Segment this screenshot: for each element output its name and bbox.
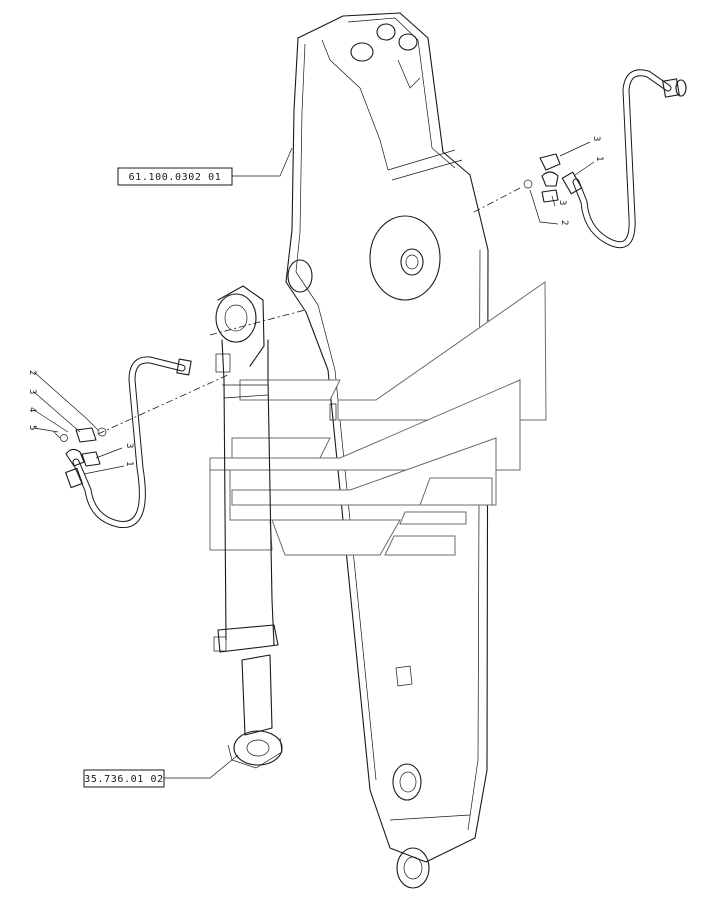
right-hose-assembly: [473, 69, 687, 249]
right-callout-3: 3: [591, 136, 601, 141]
left-hose-assembly: [53, 309, 306, 529]
left-callout-2: 2: [27, 370, 37, 375]
boom-reference-label: 61.100.0302 01: [129, 172, 222, 183]
brand-logo-watermark: [209, 281, 547, 556]
right-callout-3b: 3: [557, 200, 567, 205]
leader-lines: [33, 141, 595, 779]
right-callout-2: 2: [559, 220, 569, 225]
cylinder-reference-tag: 35.736.01 02: [83, 769, 165, 788]
boom-arm: [285, 12, 489, 889]
boom-reference-tag: 61.100.0302 01: [117, 167, 233, 186]
left-callout-3: 3: [27, 389, 37, 394]
left-callout-1: 1: [124, 461, 134, 466]
hydraulic-cylinder: [213, 285, 283, 769]
left-callout-4: 4: [27, 407, 37, 412]
cylinder-reference-label: 35.736.01 02: [84, 774, 163, 785]
left-callout-3b: 3: [124, 443, 134, 448]
left-callout-5: 5: [27, 425, 37, 430]
right-callout-1: 1: [594, 156, 604, 161]
